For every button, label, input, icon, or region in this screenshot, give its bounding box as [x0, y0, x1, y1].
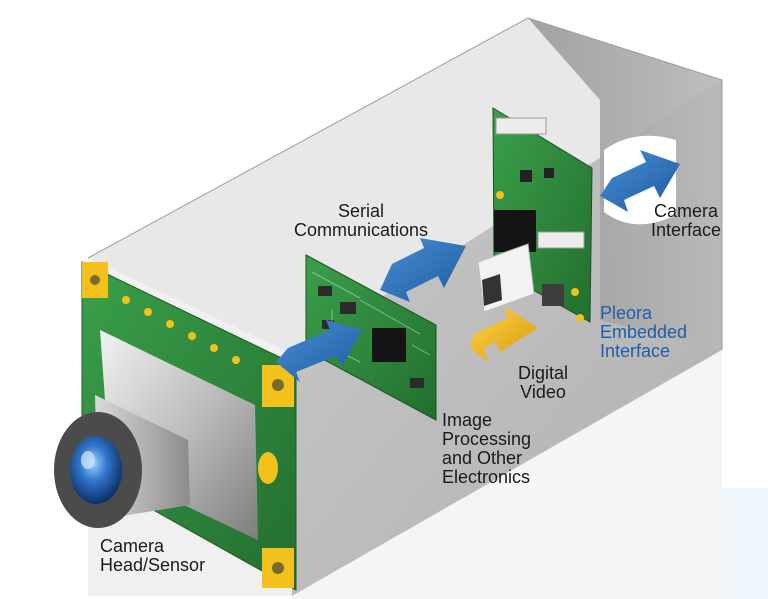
camera-head-sensor	[54, 261, 297, 591]
interface-chip	[494, 210, 536, 252]
label-camera-interface: Camera Interface	[650, 201, 722, 240]
lens-highlight	[81, 451, 95, 469]
image-processing-board	[305, 254, 437, 421]
label-serial-communications: Serial Communications	[293, 201, 429, 240]
enclosure-edge	[87, 17, 723, 350]
processing-chip	[340, 302, 356, 314]
pcb-dot	[496, 191, 504, 199]
processing-chip	[410, 378, 424, 388]
sensor-to-processing-arrow	[276, 320, 362, 382]
pcb-hole	[272, 379, 284, 391]
interface-connector	[537, 231, 585, 249]
interface-chip	[520, 170, 532, 182]
enclosure-floor	[292, 350, 722, 599]
digital-video-arrow	[470, 306, 538, 362]
pleora-embedded-interface-board	[477, 107, 593, 323]
lens-glass	[70, 436, 122, 504]
pcb-hole	[272, 562, 284, 574]
processing-pcb	[305, 254, 437, 421]
pcb-dot	[576, 314, 584, 322]
enclosure-top-face	[88, 18, 722, 354]
pcb-pad	[258, 452, 278, 484]
pcb-dot	[122, 296, 130, 304]
pcb-dot	[232, 356, 240, 364]
corner-overlay	[722, 488, 768, 599]
rj45-jack-slot	[482, 274, 502, 306]
label-camera-head-sensor: Camera Head/Sensor	[100, 536, 206, 575]
camera-interface-arrow	[600, 150, 680, 212]
pcb-dot	[188, 332, 196, 340]
interface-chip	[542, 284, 564, 306]
pcb-dot	[144, 308, 152, 316]
label-digital-video: Digital Video	[517, 363, 569, 402]
processing-chip	[318, 286, 332, 296]
label-pleora-embedded-interface: Pleora Embedded Interface	[600, 303, 688, 361]
interface-chip	[544, 168, 554, 178]
serial-communications-arrow	[380, 238, 466, 302]
lens-mount	[100, 330, 258, 540]
pcb-dot	[166, 320, 174, 328]
pcb-hole	[90, 275, 100, 285]
interface-connector	[495, 117, 547, 135]
label-image-processing: Image Processing and Other Electronics	[442, 410, 532, 487]
pcb-dot	[210, 344, 218, 352]
pcb-dot	[571, 288, 579, 296]
processing-chip	[372, 328, 406, 362]
